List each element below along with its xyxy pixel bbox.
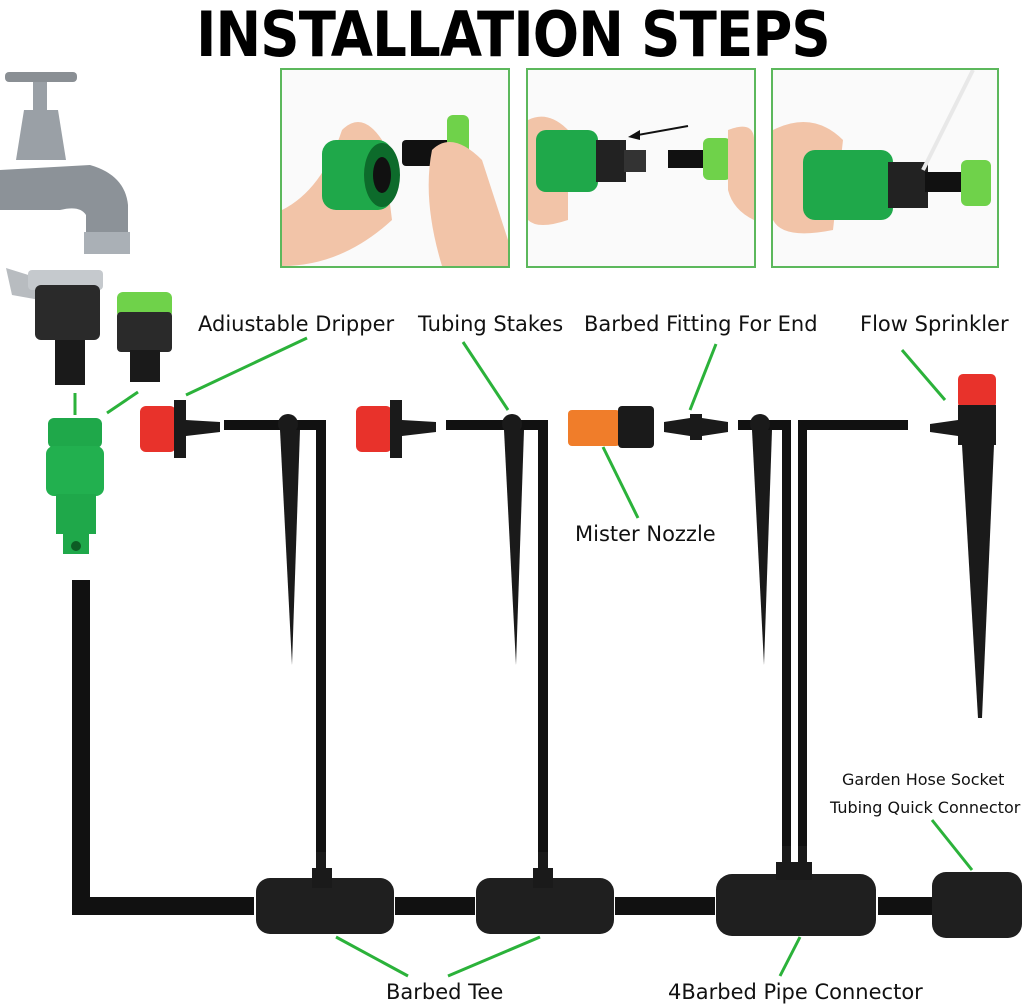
barbed-fitting-end — [664, 414, 728, 440]
label-barbed-tee: Barbed Tee — [386, 980, 504, 1004]
tubing-stake-3 — [750, 414, 772, 665]
label-tubing-stakes: Tubing Stakes — [418, 312, 564, 336]
barbed-tee-1 — [256, 852, 394, 934]
label-adjustable-dripper: Adiustable Dripper — [198, 312, 395, 336]
quick-connector — [46, 418, 104, 554]
leader-lines — [73, 336, 974, 978]
label-four-barbed-pipe-connector: 4Barbed Pipe Connector — [668, 980, 923, 1004]
label-hose-socket-line1: Garden Hose Socket — [842, 770, 1005, 789]
hose-adapter — [6, 268, 172, 385]
tubing-stake-1 — [278, 414, 300, 665]
adjustable-dripper-2 — [356, 400, 436, 458]
tubing — [72, 420, 933, 915]
four-barbed-pipe-connector — [716, 846, 876, 936]
barbed-tee-2 — [476, 852, 614, 934]
step-3-photo — [771, 68, 999, 268]
garden-hose-socket — [932, 872, 1022, 938]
label-mister-nozzle: Mister Nozzle — [575, 522, 716, 546]
faucet — [0, 72, 130, 254]
page-title: INSTALLATION STEPS — [196, 0, 831, 71]
adjustable-dripper-1 — [140, 400, 220, 458]
step-1-photo — [280, 68, 510, 268]
mister-nozzle — [568, 406, 654, 448]
tubing-stake-2 — [502, 414, 524, 665]
flow-sprinkler — [930, 374, 996, 718]
label-barbed-fitting-end: Barbed Fitting For End — [584, 312, 818, 336]
label-flow-sprinkler: Flow Sprinkler — [860, 312, 1009, 336]
step-2-photo — [526, 68, 756, 268]
label-hose-socket-line2: Tubing Quick Connector — [830, 798, 1021, 817]
